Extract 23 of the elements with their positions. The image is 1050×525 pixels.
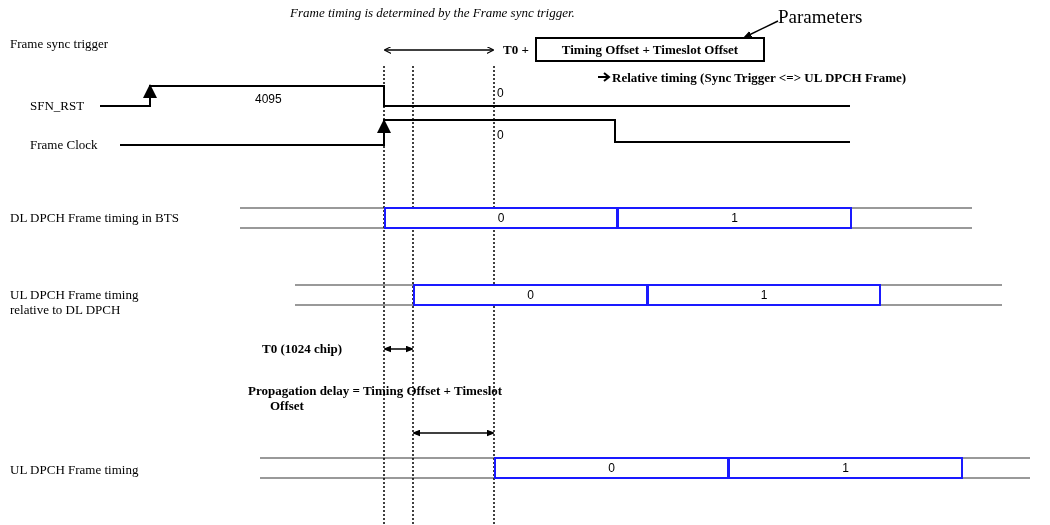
parameter-box: Timing Offset + Timeslot Offset	[535, 37, 765, 62]
frame-slot: 0	[384, 207, 618, 229]
row-label: DL DPCH Frame timing in BTS	[10, 210, 179, 225]
frame-slot: 1	[647, 284, 881, 306]
row-label: UL DPCH Frame timing	[10, 462, 139, 477]
signal-label: Frame Clock	[30, 137, 98, 152]
frame-slot: 1	[617, 207, 852, 229]
interval-label: T0 (1024 chip)	[262, 341, 343, 356]
title-text: Frame timing is determined by the Frame sync trigger.	[290, 5, 575, 20]
value-label: 0	[497, 128, 504, 143]
leader-arrow	[743, 20, 779, 38]
signal-label: Frame sync trigger	[10, 36, 109, 51]
frame-slot: 0	[413, 284, 648, 306]
frame-slot: 1	[728, 457, 963, 479]
value-label: 0	[497, 86, 504, 101]
interval-label: Propagation delay = Timing Offset + Timeslot Offset	[248, 383, 504, 413]
frame-slot: 0	[494, 457, 729, 479]
value-label: 4095	[255, 92, 282, 107]
note-text: Relative timing (Sync Trigger <=> UL DPCH Frame)	[612, 70, 907, 85]
formula-text: T0 +	[503, 42, 529, 57]
row-label: UL DPCH Frame timing relative to DL DPCH	[10, 287, 140, 317]
signal-label: SFN_RST	[30, 98, 85, 113]
callout-text: Parameters	[778, 6, 863, 28]
